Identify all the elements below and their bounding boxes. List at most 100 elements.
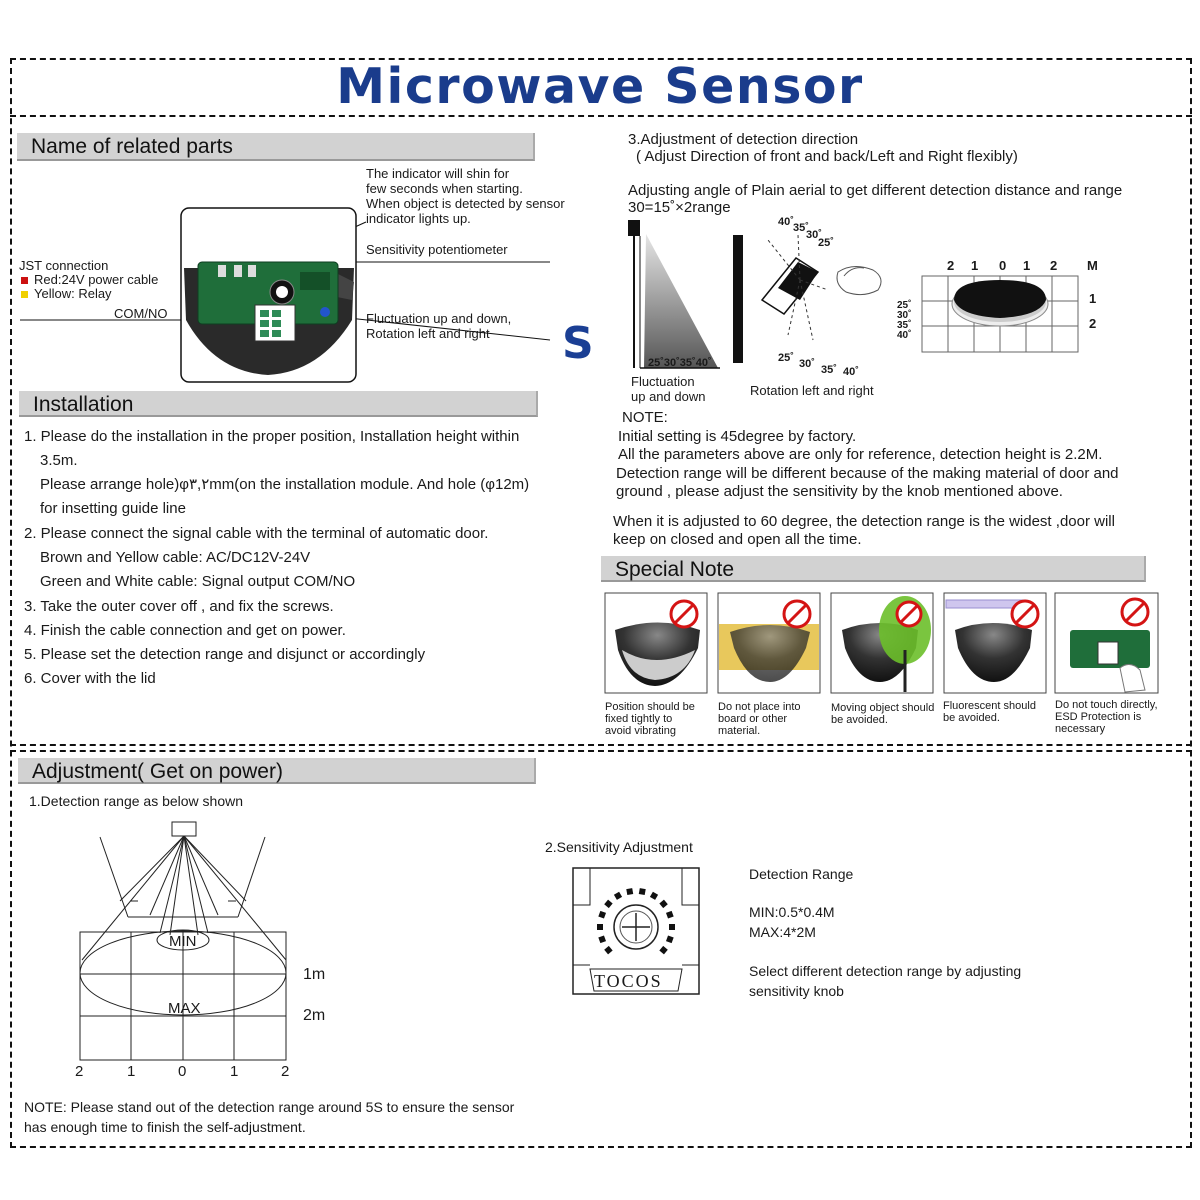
grid-top-m: M [1087,258,1098,273]
knob-tick-mark [604,945,613,955]
knob-tick-mark [597,924,603,930]
adjust-note-1: NOTE: Please stand out of the detection … [24,1099,515,1115]
install-line-5: 2. Please connect the signal cable with … [24,525,489,542]
select-text-2: sensitivity knob [749,983,844,999]
row-label-2m: 2m [303,1007,326,1024]
yellow-cable-label: Yellow: Relay [21,286,112,301]
grid-top-1b: 1 [1023,258,1031,273]
axis-label-1a: 1 [127,1063,136,1080]
title-divider [10,115,1192,117]
grid-left-labels: 25˚ 30˚ 35˚ 40˚ [897,300,912,341]
axis-label-1b: 1 [230,1063,239,1080]
direction-grid-diagram [921,275,1079,353]
knob-tick-mark [665,935,674,944]
rot-bottom-30: 30˚ [799,358,815,370]
direction-sub: ( Adjust Direction of front and back/Lef… [636,148,1018,165]
adjustment-header: Adjustment( Get on power) [18,758,536,784]
knob-tick-mark [598,910,607,919]
note-line-3: Detection range will be different becaus… [616,465,1119,482]
sensitivity-knob-diagram [572,867,700,995]
rot-bottom-35: 35˚ [821,364,837,376]
sens-heading: 2.Sensitivity Adjustment [545,839,693,855]
note-line-4: ground , please adjust the sensitivity b… [616,483,1063,500]
rot-top-40: 40˚ [778,216,794,228]
knob-tick-mark [638,888,646,896]
fan-caption: Fluctuation up and down [631,374,706,404]
install-line-1: 1. Please do the installation in the pro… [24,428,520,445]
max-label: MAX [168,1000,201,1017]
rot-bottom-40: 40˚ [843,366,859,378]
grid-top-2b: 2 [1050,258,1058,273]
red-cable-label: Red:24V power cable [21,272,158,287]
knob-tick-mark [598,935,607,944]
note-label: NOTE: [622,409,668,426]
grid-top-1a: 1 [971,258,979,273]
rotation-caption: Rotation left and right [750,383,874,398]
install-line-2: 3.5m. [40,452,78,469]
jst-label: JST connection [19,258,109,273]
special-note-images [604,592,1159,694]
com-label: COM/NO [114,306,168,321]
big-s-letter: S [562,318,594,369]
select-text-1: Select different detection range by adju… [749,963,1022,979]
direction-angle-text: Adjusting angle of Plain aerial to get d… [628,182,1123,199]
parts-header: Name of related parts [17,133,535,161]
knob-tick-mark [649,891,659,900]
min-label: MIN [169,933,197,950]
rot-top-25: 25˚ [818,237,834,249]
rot-top-30: 30˚ [806,229,822,241]
sensor-board-illustration [20,207,551,383]
yellow-swatch-icon [21,291,28,298]
range-heading: 1.Detection range as below shown [29,793,244,809]
section-divider-2 [10,750,1192,752]
range-max: MAX:4*2M [749,924,816,940]
outer-frame [10,58,1192,1148]
axis-label-2b: 2 [281,1063,290,1080]
install-line-9: 4. Finish the cable connection and get o… [24,622,346,639]
section-divider [10,744,1192,746]
install-line-7: Green and White cable: Signal output COM… [40,573,356,590]
install-line-10: 5. Please set the detection range and di… [24,646,426,663]
rot-bottom-25: 25˚ [778,352,794,364]
knob-brand: TOCOS [594,971,663,991]
installation-header: Installation [19,391,538,417]
knob-tick-mark [665,910,674,919]
fan-angles: 25˚30˚35˚40˚ [648,357,712,369]
sensitivity-label: Sensitivity potentiometer [366,242,508,257]
red-swatch-icon [21,277,28,284]
grid-right-2: 2 [1089,316,1097,331]
grid-top-2a: 2 [947,258,955,273]
row-label-1m: 1m [303,966,326,983]
install-line-4: for insetting guide line [40,500,186,517]
adjust-note-2: has enough time to finish the self-adjus… [24,1119,306,1135]
install-line-8: 3. Take the outer cover off , and fix th… [24,598,334,615]
knob-tick-mark [659,899,668,909]
grid-right-1: 1 [1089,291,1097,306]
axis-label-0: 0 [178,1063,187,1080]
note-line-2: All the parameters above are only for re… [618,446,1103,463]
install-line-11: 6. Cover with the lid [24,670,156,687]
knob-tick-mark [613,891,623,900]
install-line-6: Brown and Yellow cable: AC/DC12V-24V [40,549,311,566]
indicator-note: The indicator will shin for few seconds … [366,166,565,226]
page-title: Microwave Sensor [336,58,864,115]
special-header: Special Note [601,556,1146,582]
range-min: MIN:0.5*0.4M [749,904,835,920]
note-extra-2: keep on closed and open all the time. [613,531,862,548]
knob-tick-mark [604,899,613,909]
knob-tick-mark [669,924,675,930]
knob-tick-mark [659,945,668,955]
install-line-3: Please arrange hole)φ٣,٢mm(on the instal… [40,476,530,493]
rot-top-35: 35˚ [793,222,809,234]
note-line-1: Initial setting is 45degree by factory. [618,428,857,445]
detection-range-diagram [79,821,287,1061]
knob-tick-mark [626,888,634,896]
grid-top-0: 0 [999,258,1007,273]
direction-formula: 30=15˚×2range [628,199,731,216]
direction-heading: 3.Adjustment of detection direction [628,131,859,148]
